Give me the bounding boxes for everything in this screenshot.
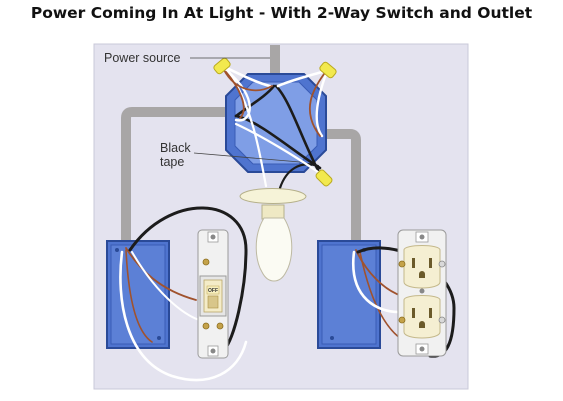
light-fixture-icon [239, 188, 307, 220]
switch-icon: OFF [197, 229, 229, 359]
outlet-box [317, 240, 381, 349]
wire-nut-icon [213, 57, 231, 75]
wire-nut-icon [319, 61, 337, 79]
power-source-label: Power source [104, 51, 180, 65]
black-tape-label: Black [160, 141, 191, 155]
outlet-icon [397, 229, 447, 357]
wire-nut-icon [315, 169, 333, 187]
light-bulb-icon [255, 217, 293, 282]
black-tape-label-line2: tape [160, 155, 184, 169]
wire-nuts [213, 57, 337, 187]
switch-cable [121, 107, 240, 245]
outlet-cable [322, 129, 361, 245]
switch-box [106, 240, 170, 349]
callout-lines [190, 57, 301, 163]
diagram-title: Power Coming In At Light - With 2-Way Sw… [30, 4, 533, 22]
switch-off-label: OFF [208, 288, 218, 294]
switch-wires [119, 206, 248, 382]
junction-box-icon [225, 73, 327, 173]
junction-wires [220, 64, 328, 190]
